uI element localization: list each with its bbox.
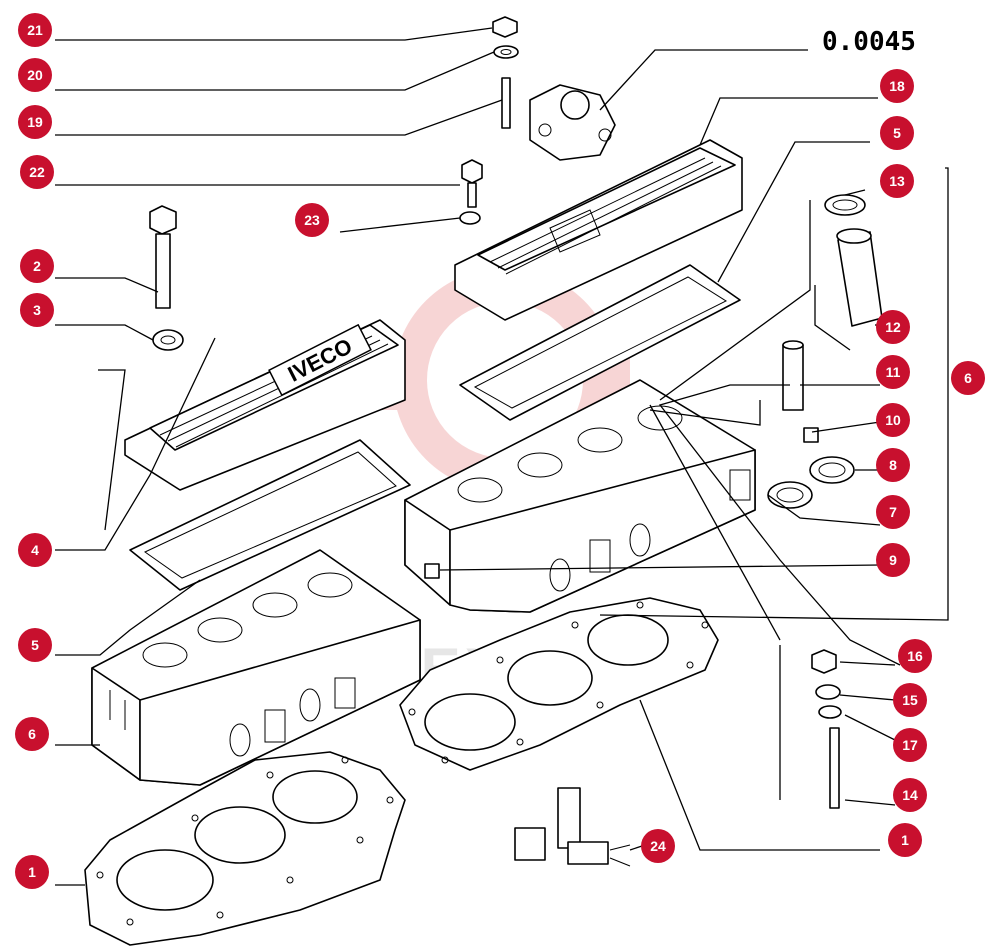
valve-seat-7 xyxy=(767,481,813,509)
svg-text:9: 9 xyxy=(889,552,897,568)
svg-text:17: 17 xyxy=(902,737,918,753)
valve-seat-8 xyxy=(809,456,855,484)
callout-16: 16 xyxy=(898,639,932,673)
stud-14 xyxy=(829,727,840,809)
callout-6-right: 6 xyxy=(951,361,985,395)
callout-6-left: 6 xyxy=(15,717,49,751)
callout-23: 23 xyxy=(295,203,329,237)
washer-3 xyxy=(152,329,184,351)
svg-text:6: 6 xyxy=(964,370,972,386)
svg-text:5: 5 xyxy=(31,637,39,653)
washer-17 xyxy=(818,705,842,719)
washer-15 xyxy=(815,684,841,700)
callouts: 21 20 19 22 23 2 3 4 5 6 1 18 5 13 12 11… xyxy=(15,13,985,889)
callout-20: 20 xyxy=(18,58,52,92)
callout-2: 2 xyxy=(20,249,54,283)
callout-8: 8 xyxy=(876,448,910,482)
callout-10: 10 xyxy=(876,403,910,437)
callout-7: 7 xyxy=(876,495,910,529)
svg-text:19: 19 xyxy=(27,114,43,130)
nut-21 xyxy=(492,16,518,38)
svg-text:20: 20 xyxy=(27,67,43,83)
plug-10 xyxy=(803,427,819,443)
svg-text:23: 23 xyxy=(304,212,320,228)
svg-text:5: 5 xyxy=(893,125,901,141)
svg-text:18: 18 xyxy=(889,78,905,94)
svg-text:10: 10 xyxy=(885,412,901,428)
callout-19: 19 xyxy=(18,105,52,139)
svg-text:15: 15 xyxy=(902,692,918,708)
callout-22: 22 xyxy=(20,155,54,189)
reference-code: 0.0045 xyxy=(822,27,916,57)
svg-text:1: 1 xyxy=(28,864,36,880)
callout-24: 24 xyxy=(641,829,675,863)
svg-text:8: 8 xyxy=(889,457,897,473)
callout-9: 9 xyxy=(876,543,910,577)
callout-1-left: 1 xyxy=(15,855,49,889)
head-gasket-right xyxy=(399,597,719,771)
thermostat-housing xyxy=(529,84,616,161)
svg-text:4: 4 xyxy=(31,542,39,558)
callout-4: 4 xyxy=(18,533,52,567)
svg-text:22: 22 xyxy=(29,164,45,180)
rocker-gasket-right xyxy=(459,264,741,421)
rocker-cover-right xyxy=(454,139,743,321)
temperature-sensor-24 xyxy=(514,787,631,867)
callout-1-right: 1 xyxy=(888,823,922,857)
svg-text:12: 12 xyxy=(885,319,901,335)
injector-sleeve-12 xyxy=(836,228,883,327)
svg-text:14: 14 xyxy=(902,787,918,803)
callout-5-left: 5 xyxy=(18,628,52,662)
svg-text:21: 21 xyxy=(27,22,43,38)
leader-lines xyxy=(55,27,949,886)
rocker-gasket-left xyxy=(129,439,411,591)
svg-text:24: 24 xyxy=(650,838,666,854)
callout-15: 15 xyxy=(893,683,927,717)
svg-text:2: 2 xyxy=(33,258,41,274)
svg-text:13: 13 xyxy=(889,173,905,189)
svg-text:3: 3 xyxy=(33,302,41,318)
bolt-2 xyxy=(149,205,177,309)
valve-guide-11 xyxy=(782,340,804,411)
svg-text:6: 6 xyxy=(28,726,36,742)
cylinder-head-right xyxy=(404,379,756,613)
washer-20 xyxy=(493,45,519,59)
plug-9 xyxy=(424,563,440,579)
screw-22 xyxy=(461,159,483,208)
cylinder-head-left xyxy=(91,549,421,786)
svg-text:1: 1 xyxy=(901,832,909,848)
seal-ring-13 xyxy=(824,194,866,216)
washer-23 xyxy=(459,211,481,225)
callout-17: 17 xyxy=(893,728,927,762)
head-gasket-left xyxy=(84,751,406,946)
callout-18: 18 xyxy=(880,69,914,103)
stud-19 xyxy=(501,77,511,129)
callout-11: 11 xyxy=(876,355,910,389)
callout-3: 3 xyxy=(20,293,54,327)
svg-text:16: 16 xyxy=(907,648,923,664)
callout-5-right: 5 xyxy=(880,116,914,150)
callout-13: 13 xyxy=(880,164,914,198)
nut-16 xyxy=(811,649,837,674)
svg-text:11: 11 xyxy=(886,364,901,380)
svg-text:7: 7 xyxy=(889,504,897,520)
callout-14: 14 xyxy=(893,778,927,812)
callout-12: 12 xyxy=(876,310,910,344)
callout-21: 21 xyxy=(18,13,52,47)
